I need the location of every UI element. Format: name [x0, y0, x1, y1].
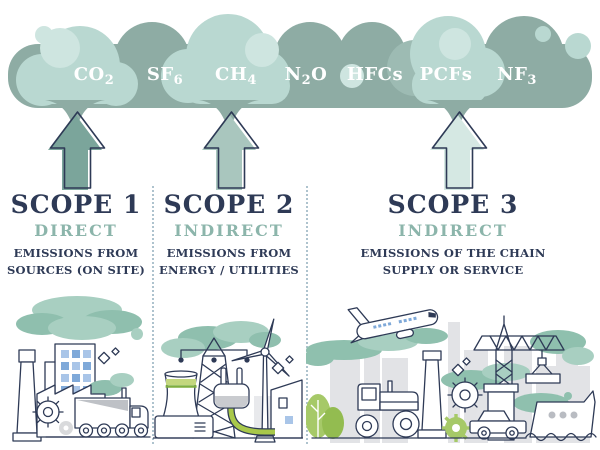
scope1-heading: SCOPE 1: [10, 190, 142, 219]
smoke-cloud: [161, 321, 281, 358]
water-wave: [525, 432, 597, 442]
scope1-up-arrow-icon: [48, 111, 106, 190]
sparkle-icons: [97, 347, 120, 365]
airplane: [347, 307, 439, 344]
scope2-desc-line1: EMISSIONS FROM: [166, 246, 292, 261]
exhaust-smoke: [88, 373, 134, 403]
scope3-desc-line1: EMISSIONS OF THE CHAIN: [360, 246, 546, 261]
scope2-desc-line2: ENERGY / UTILITIES: [159, 263, 299, 278]
cargo-ship: [529, 390, 596, 438]
scope3-heading: SCOPE 3: [387, 190, 519, 219]
scope3-description: EMISSIONS OF THE CHAIN SUPPLY OR SERVICE: [306, 245, 600, 278]
plant-base-building: [154, 415, 214, 439]
gas-label-ch4: CH4: [215, 64, 257, 88]
scope2-up-arrow-icon: [202, 111, 260, 190]
small-gear-icon: [59, 421, 73, 435]
gas-label-pcfs: PCFs: [419, 64, 473, 85]
factory-chimney: [417, 350, 447, 439]
sparkle-icons: [271, 355, 294, 375]
gas-label-co2: CO2: [73, 64, 115, 88]
sparkle-icons: [451, 357, 471, 377]
scope2-description: EMISSIONS FROM ENERGY / UTILITIES: [152, 245, 306, 278]
delivery-truck: [74, 397, 149, 438]
bushes: [306, 394, 344, 439]
airplane-windows: [373, 316, 417, 329]
divider-scope1-scope2: [152, 186, 154, 444]
pickup-truck: [469, 410, 527, 440]
scope2-type-label: INDIRECT: [174, 221, 284, 241]
gas-label-sf6: SF6: [146, 64, 184, 88]
scope3-up-arrow-icon: [430, 111, 488, 190]
cooling-tower: [162, 370, 200, 419]
tractor: [355, 380, 420, 438]
gas-label-nf3: NF3: [497, 64, 537, 88]
emission-clouds-graphic: [8, 14, 592, 126]
green-gear-icon: [442, 414, 470, 442]
scope2-text-block: SCOPE 2 INDIRECT EMISSIONS FROM ENERGY /…: [152, 190, 306, 279]
gear-icon: [447, 377, 483, 413]
scope1-desc-line1: EMISSIONS FROM: [13, 246, 139, 261]
scope1-illustration: [12, 296, 151, 442]
scope3-desc-line2: SUPPLY OR SERVICE: [382, 263, 524, 278]
gas-label-hfcs: HFCs: [346, 64, 404, 85]
divider-scope2-scope3: [306, 186, 308, 444]
factory-chimney: [12, 349, 42, 442]
scope1-description: EMISSIONS FROM SOURCES (ON SITE): [0, 245, 152, 278]
gear-icon: [32, 396, 64, 428]
scope3-type-label: INDIRECT: [398, 221, 508, 241]
scope2-illustration: [153, 318, 303, 443]
scope2-heading: SCOPE 2: [163, 190, 295, 219]
cloud-highlights: [35, 26, 471, 88]
gas-label-n2o: N2O: [284, 64, 328, 88]
smoke-cloud: [16, 296, 143, 340]
city-buildings: [270, 379, 303, 439]
scope3-illustration: [306, 307, 597, 443]
cloud-funnels: [45, 100, 487, 126]
scope3-text-block: SCOPE 3 INDIRECT EMISSIONS OF THE CHAIN …: [306, 190, 600, 279]
scope1-desc-line2: SOURCES (ON SITE): [7, 263, 145, 278]
scope1-text-block: SCOPE 1 DIRECT EMISSIONS FROM SOURCES (O…: [0, 190, 152, 279]
truck-wheels: [78, 423, 149, 438]
scope1-type-label: DIRECT: [34, 221, 118, 241]
electric-plug: [213, 367, 275, 436]
